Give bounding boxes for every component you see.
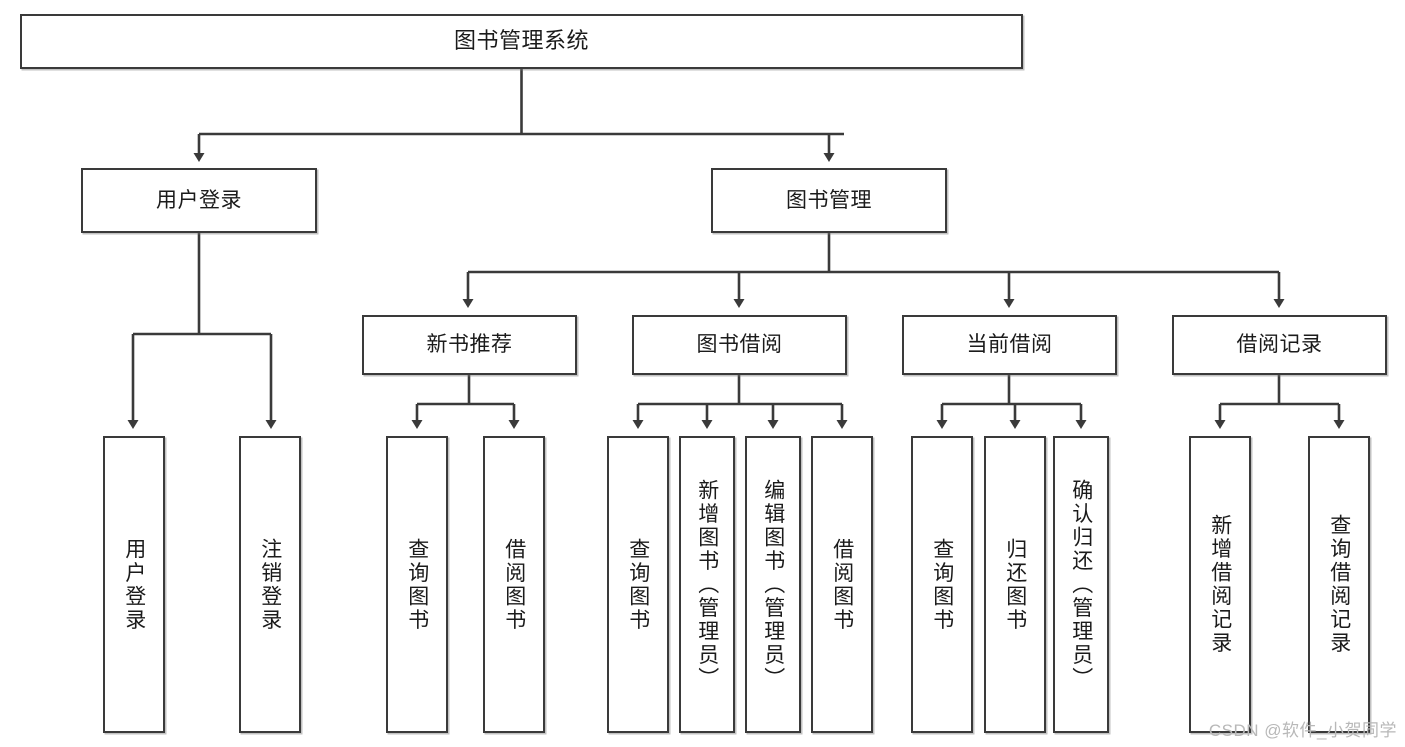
node-leaf-add-book-label: 新增图书（管理员） xyxy=(695,478,719,691)
node-leaf-query-book-borrow-label: 查询图书 xyxy=(626,537,650,632)
node-leaf-return-book-label: 归还图书 xyxy=(1003,537,1027,632)
node-borrow-record[interactable]: 借阅记录 xyxy=(1172,315,1387,375)
node-borrow-record-label: 借阅记录 xyxy=(1236,333,1323,357)
node-leaf-query-book-cur[interactable]: 查询图书 xyxy=(911,436,973,733)
node-book-manage-label: 图书管理 xyxy=(786,188,872,212)
node-leaf-edit-book-label: 编辑图书（管理员） xyxy=(761,478,785,691)
node-leaf-confirm-return[interactable]: 确认归还（管理员） xyxy=(1053,436,1109,733)
node-leaf-confirm-return-label: 确认归还（管理员） xyxy=(1069,478,1093,691)
node-user-login[interactable]: 用户登录 xyxy=(81,168,317,233)
node-leaf-borrow-book-rec-label: 借阅图书 xyxy=(502,537,526,632)
node-leaf-borrow-book-label: 借阅图书 xyxy=(830,537,854,632)
node-book-manage[interactable]: 图书管理 xyxy=(711,168,947,233)
node-book-borrow[interactable]: 图书借阅 xyxy=(632,315,847,375)
node-user-login-label: 用户登录 xyxy=(156,188,242,212)
node-leaf-query-book-cur-label: 查询图书 xyxy=(930,537,954,632)
node-leaf-return-book[interactable]: 归还图书 xyxy=(984,436,1046,733)
node-root[interactable]: 图书管理系统 xyxy=(20,14,1023,69)
node-leaf-query-book-rec[interactable]: 查询图书 xyxy=(386,436,448,733)
node-current-borrow[interactable]: 当前借阅 xyxy=(902,315,1117,375)
node-new-book-rec-label: 新书推荐 xyxy=(426,333,513,357)
node-leaf-user-logout-label: 注销登录 xyxy=(258,537,282,632)
node-current-borrow-label: 当前借阅 xyxy=(966,333,1053,357)
node-root-label: 图书管理系统 xyxy=(453,28,589,54)
node-leaf-query-record[interactable]: 查询借阅记录 xyxy=(1308,436,1370,733)
node-new-book-rec[interactable]: 新书推荐 xyxy=(362,315,577,375)
node-leaf-user-login[interactable]: 用户登录 xyxy=(103,436,165,733)
node-leaf-user-logout[interactable]: 注销登录 xyxy=(239,436,301,733)
node-leaf-query-book-rec-label: 查询图书 xyxy=(405,537,429,632)
node-leaf-user-login-label: 用户登录 xyxy=(122,537,146,632)
watermark-text: CSDN @软件_小贺同学 xyxy=(1208,721,1397,740)
node-book-borrow-label: 图书借阅 xyxy=(696,333,783,357)
node-leaf-add-record-label: 新增借阅记录 xyxy=(1208,514,1232,655)
node-leaf-borrow-book-rec[interactable]: 借阅图书 xyxy=(483,436,545,733)
node-leaf-query-book-borrow[interactable]: 查询图书 xyxy=(607,436,669,733)
node-leaf-query-record-label: 查询借阅记录 xyxy=(1327,514,1351,655)
node-leaf-edit-book[interactable]: 编辑图书（管理员） xyxy=(745,436,801,733)
node-leaf-borrow-book[interactable]: 借阅图书 xyxy=(811,436,873,733)
node-leaf-add-book[interactable]: 新增图书（管理员） xyxy=(679,436,735,733)
node-leaf-add-record[interactable]: 新增借阅记录 xyxy=(1189,436,1251,733)
